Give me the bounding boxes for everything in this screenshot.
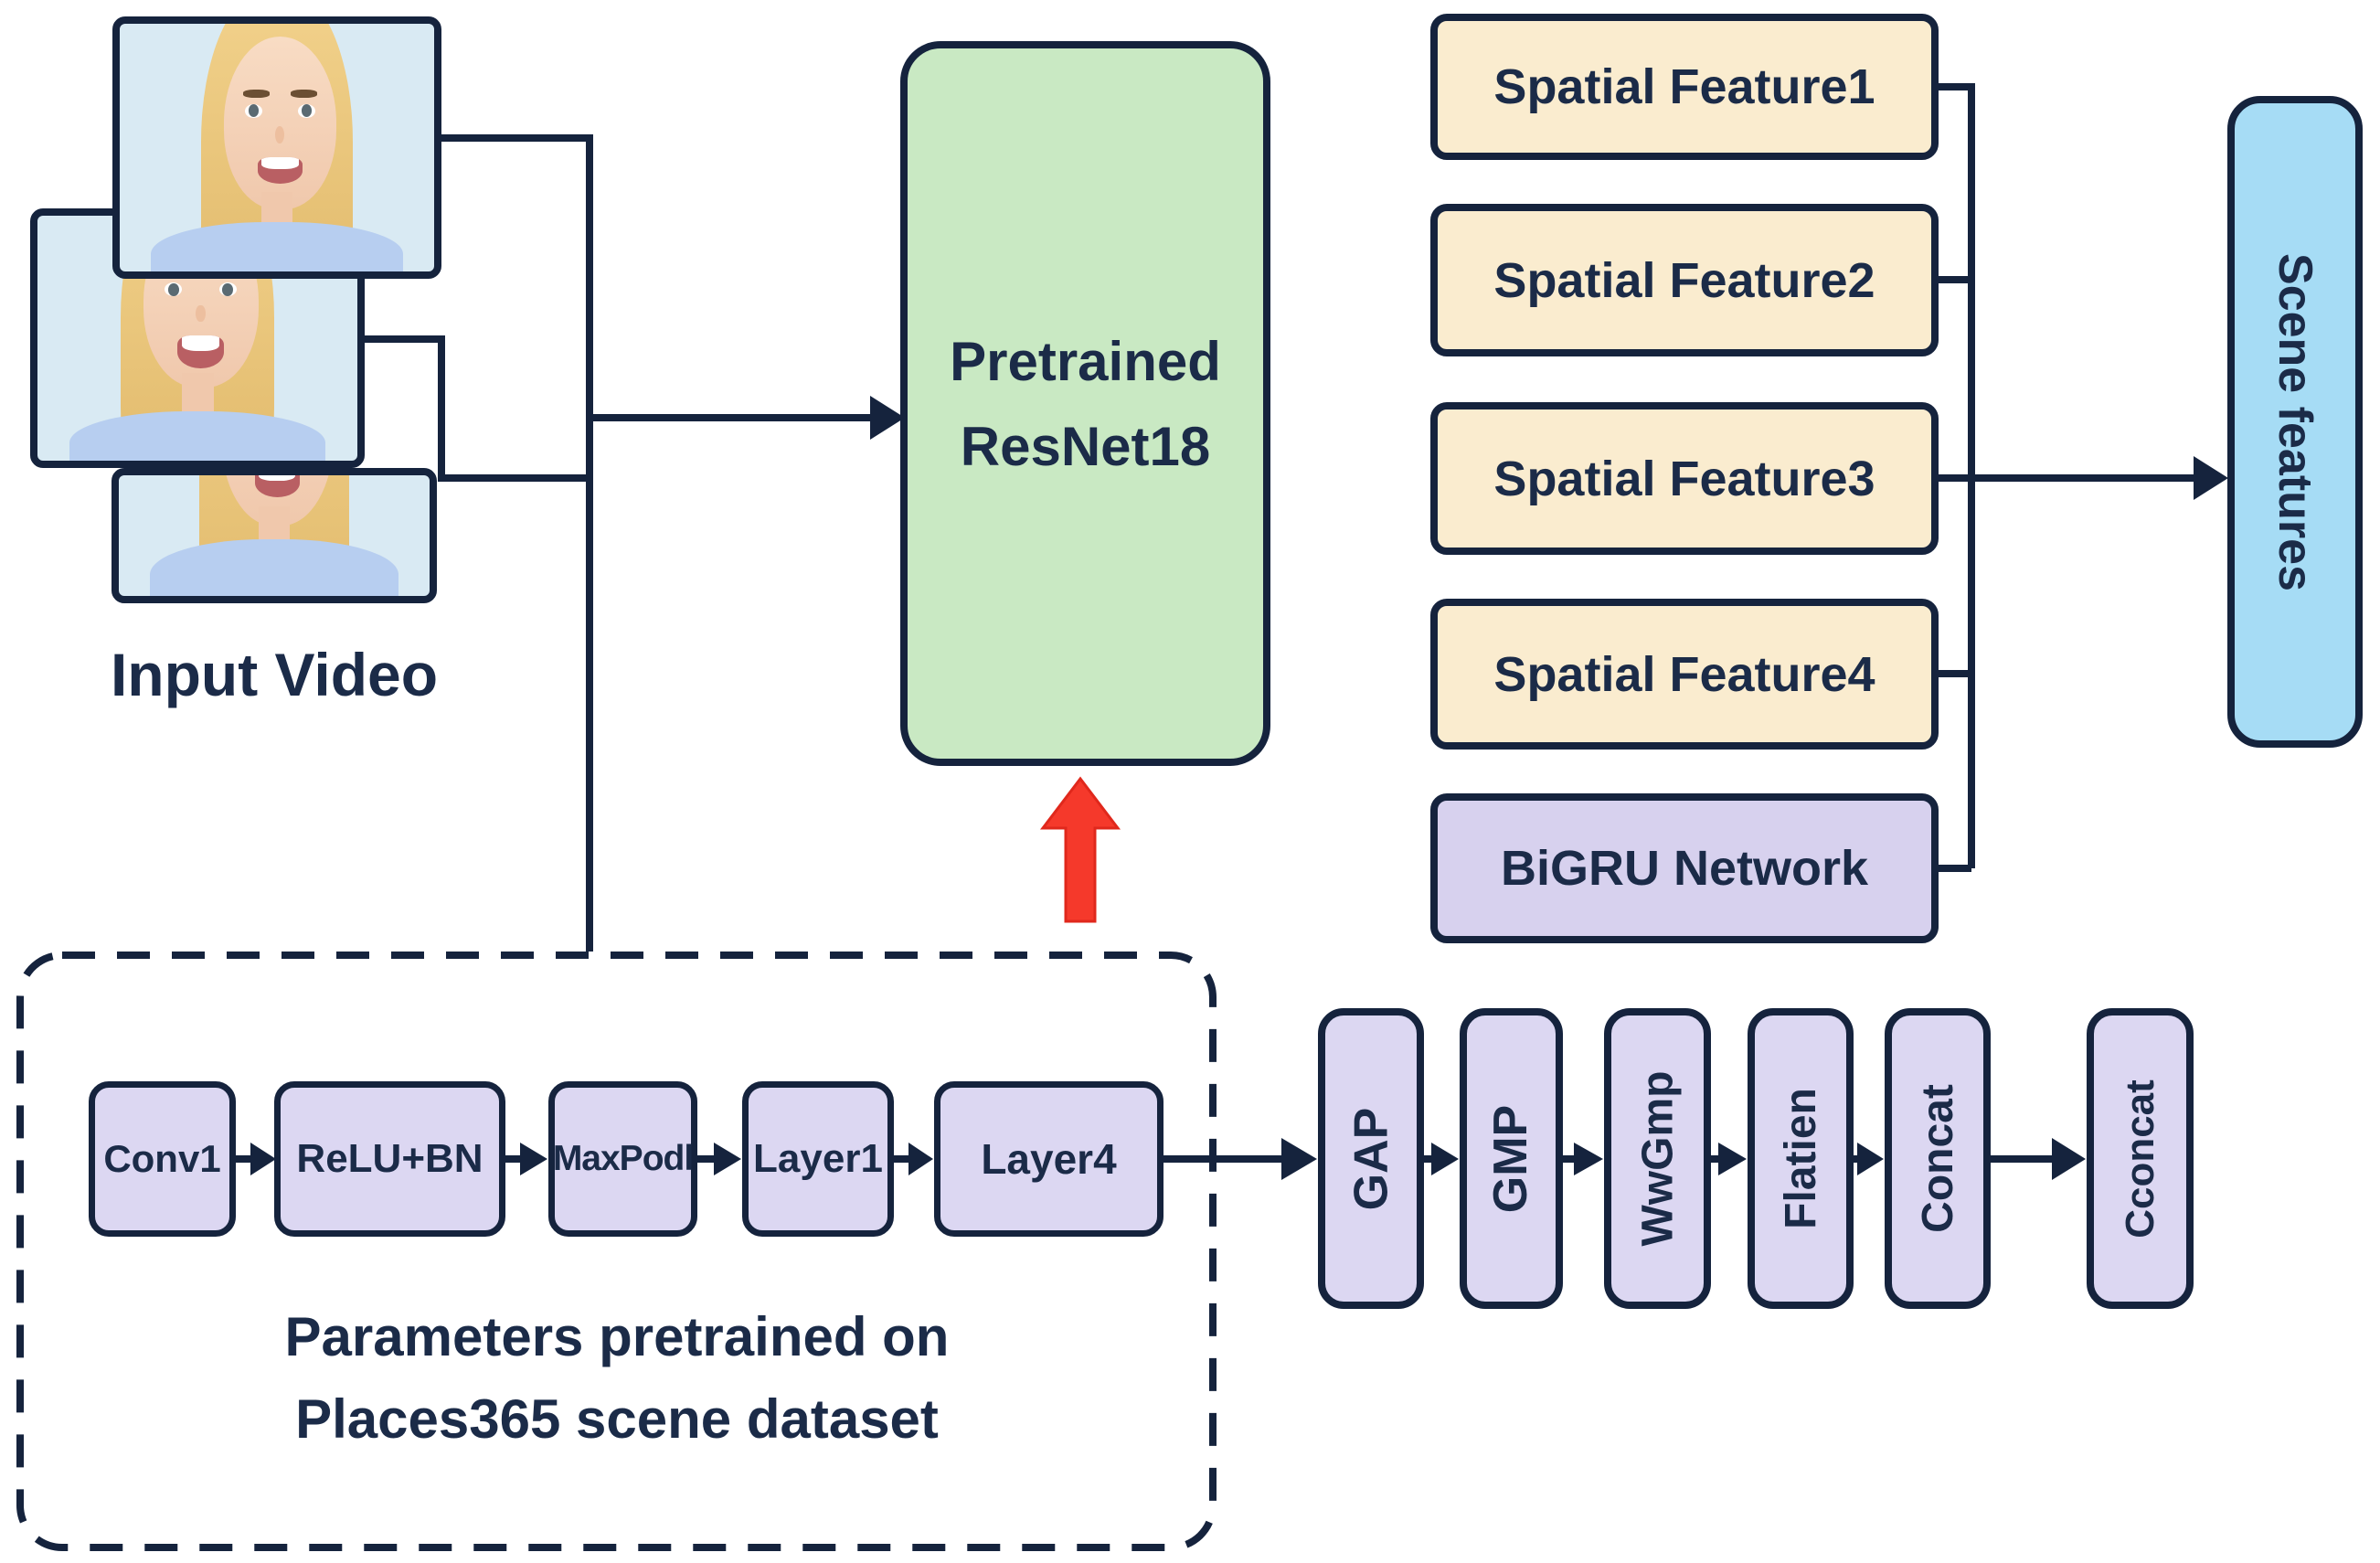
arrowhead-icon <box>1281 1138 1317 1180</box>
face-brow <box>290 90 318 98</box>
wgmp-box: WwGmp <box>1604 1008 1711 1309</box>
spatial-feature4-box: Spatial Feature4 <box>1430 599 1939 750</box>
face-neck <box>181 372 214 412</box>
pretrain-caption-line2: Places365 scene dataset <box>295 1388 939 1450</box>
maxpool-box: MaxPodl <box>548 1081 697 1237</box>
face-nose <box>275 126 285 144</box>
pretrain-caption-line1: Parameters pretrained on <box>284 1306 950 1367</box>
face-nose <box>196 304 206 323</box>
scene-features-box: Scene features <box>2227 96 2363 748</box>
face-shoulders <box>150 539 398 596</box>
face-skin <box>223 36 337 210</box>
woman-face-illustration <box>119 475 430 596</box>
arrowhead-icon <box>2052 1138 2086 1180</box>
frame1-to-bus-line <box>441 134 593 952</box>
conv1-box: Conv1 <box>89 1081 236 1237</box>
pretrain-caption: Parameters pretrained on Places365 scene… <box>101 1296 1133 1461</box>
gmp-box: GMP <box>1460 1008 1563 1309</box>
arrowhead-icon <box>520 1143 547 1175</box>
spatial-feature2-box: Spatial Feature2 <box>1430 204 1939 356</box>
scene-features-label: Scene features <box>2268 252 2322 591</box>
video-frame-1 <box>112 16 441 279</box>
face-eye <box>298 103 315 118</box>
face-shoulders <box>69 411 325 461</box>
scene-arrowhead-icon <box>2194 456 2228 500</box>
relu-bn-box: ReLU+BN <box>274 1081 505 1237</box>
red-up-arrow-icon <box>1039 776 1121 923</box>
resnet-arrowhead-icon <box>870 396 905 440</box>
face-eye <box>245 103 262 118</box>
arrowhead-icon <box>1431 1143 1459 1175</box>
cconcat-box: Cconcat <box>2087 1008 2194 1309</box>
pretrained-resnet-label: Pretrained ResNet18 <box>950 330 1221 477</box>
frame2-elbow-line <box>365 335 590 482</box>
connector-lines <box>16 83 2194 1551</box>
arrowhead-icon <box>250 1143 276 1175</box>
woman-face-illustration <box>120 24 434 271</box>
face-shoulders <box>151 221 403 271</box>
pretrained-resnet-box: Pretrained ResNet18 <box>900 41 1270 766</box>
spatial-feature3-box: Spatial Feature3 <box>1430 402 1939 555</box>
arrowhead-icon <box>714 1143 741 1175</box>
face-eye <box>218 282 237 297</box>
face-mouth <box>177 335 224 368</box>
spatial-feature1-box: Spatial Feature1 <box>1430 14 1939 160</box>
video-frame-3 <box>112 468 437 603</box>
gmp-label: GMP <box>1484 1104 1538 1213</box>
bigru-network-box: BiGRU Network <box>1430 793 1939 943</box>
arrowhead-icon <box>1857 1143 1884 1175</box>
arrowhead-icon <box>1718 1143 1747 1175</box>
input-video-label: Input Video <box>110 641 439 708</box>
flatten-label: Flatien <box>1776 1088 1825 1229</box>
arrowhead-icon <box>908 1143 933 1175</box>
layer4-box: Layer4 <box>934 1081 1163 1237</box>
face-mouth <box>254 475 300 497</box>
face-eye <box>165 282 183 297</box>
gap-label: GAP <box>1344 1107 1397 1210</box>
layer1-box: Layer1 <box>742 1081 894 1237</box>
concat-box: Concat <box>1885 1008 1991 1309</box>
arrowhead-icon <box>1574 1143 1603 1175</box>
face-brow <box>242 90 271 98</box>
wgmp-label: WwGmp <box>1633 1070 1683 1247</box>
dashed-parameter-box <box>16 952 1217 1551</box>
arrowheads <box>250 396 2228 1180</box>
feature1-to-bus-line <box>1939 83 1975 868</box>
face-mouth <box>257 157 303 184</box>
cconcat-label: Cconcat <box>2117 1079 2162 1239</box>
gap-box: GAP <box>1318 1008 1424 1309</box>
flatten-box: Flatien <box>1748 1008 1854 1309</box>
concat-label: Concat <box>1913 1084 1962 1233</box>
